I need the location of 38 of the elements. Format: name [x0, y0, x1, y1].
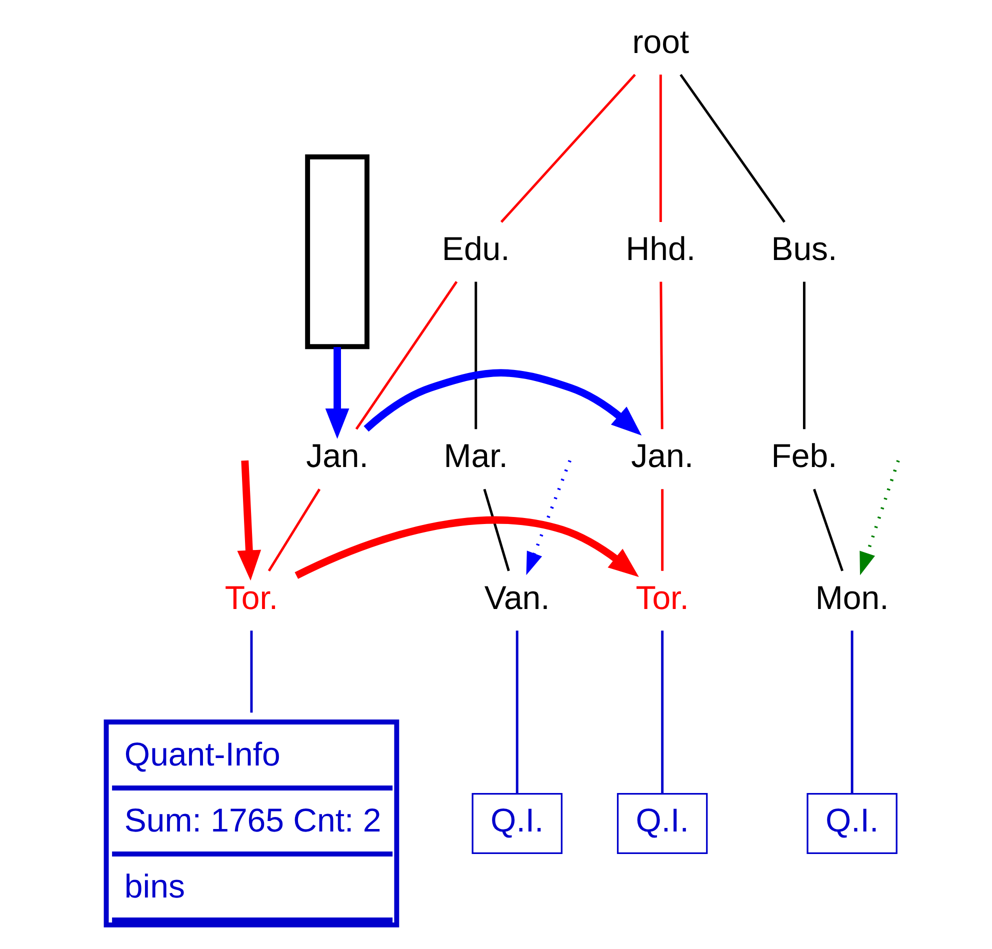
connector [660, 630, 664, 794]
arrow [526, 460, 571, 576]
connector [812, 488, 844, 572]
node-text: Feb. [770, 437, 837, 474]
node-text: Edu. [441, 230, 510, 267]
node-text: Tor. [224, 578, 278, 616]
connector [250, 630, 252, 713]
connector [515, 630, 518, 794]
node-text: Mar. [443, 437, 508, 474]
connector [500, 74, 636, 223]
connector [474, 282, 477, 430]
node-text: Mon. [814, 578, 888, 616]
connector [659, 282, 663, 430]
connector [267, 488, 320, 572]
connector [354, 281, 458, 430]
connector [802, 282, 805, 430]
node-text: Jan. [306, 437, 368, 474]
connector [850, 630, 853, 794]
connector [660, 489, 664, 571]
node-text: Jan. [630, 437, 694, 474]
node-text: root [632, 22, 689, 60]
node-box [304, 154, 369, 350]
arrow [859, 460, 900, 576]
node-box: Q.I. [471, 792, 562, 854]
connector [482, 488, 510, 572]
connector [679, 74, 785, 223]
node-text: Bus. [770, 230, 837, 267]
node-text: Tor. [635, 578, 688, 616]
arrow [363, 369, 642, 436]
node-text: Hhd. [625, 230, 696, 267]
node-box: Q.I. [616, 792, 708, 854]
node-box: Q.I. [806, 792, 897, 854]
arrow [324, 346, 349, 439]
node-text: Van. [484, 578, 550, 616]
arrow [236, 460, 261, 581]
arrow [294, 516, 638, 579]
connector [658, 74, 662, 222]
node-box: Quant-Info Sum: 1765 Cnt: 2 bins [103, 720, 399, 928]
